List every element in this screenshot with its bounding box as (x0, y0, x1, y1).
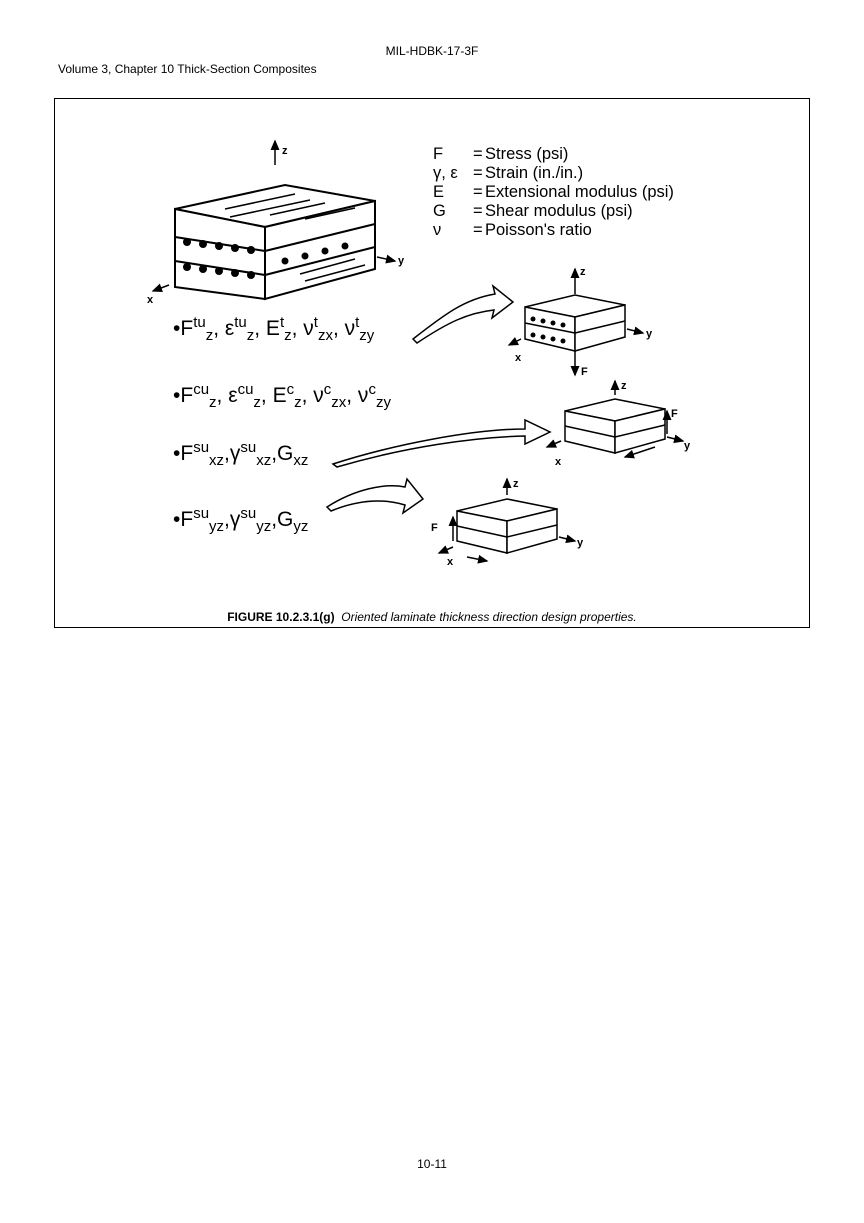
figure-frame: z y x z y x F (54, 98, 810, 628)
legend-row: G=Shear modulus (psi) (433, 202, 633, 220)
small-block-shear-xz (545, 379, 685, 459)
fiber-dots (183, 238, 349, 279)
legend-row: F=Stress (psi) (433, 145, 569, 163)
section-title: Volume 3, Chapter 10 Thick-Section Compo… (58, 62, 317, 76)
main-laminate-block (174, 183, 376, 301)
small-block-shear-yz (437, 477, 577, 564)
legend-desc: Stress (psi) (485, 145, 569, 163)
legend-symbol: γ, ε (433, 164, 458, 182)
legend-symbol: ν (433, 221, 442, 239)
legend-row: ν=Poisson's ratio (433, 221, 592, 239)
block3-z-label: z (513, 478, 519, 490)
document-id: MIL-HDBK-17-3F (385, 44, 479, 58)
symbol-legend: F=Stress (psi) γ, ε=Strain (in./in.) E=E… (433, 145, 674, 240)
legend-desc: Extensional modulus (psi) (485, 183, 674, 201)
legend-desc: Shear modulus (psi) (485, 202, 633, 220)
figure-illustration: z y x z y x F (147, 139, 691, 568)
axis-x-label: x (147, 294, 154, 306)
shear-yz-properties: •Fsuyz,γsuyz,Gyz (173, 505, 309, 536)
shear-xz-load-label: F (671, 408, 678, 420)
shear-yz-load-label: F (431, 522, 438, 534)
legend-row: γ, ε=Strain (in./in.) (433, 164, 584, 182)
block1-y-label: y (646, 328, 653, 340)
caption-number: FIGURE 10.2.3.1(g) (227, 610, 335, 624)
block2-z-label: z (621, 380, 627, 392)
block1-z-label: z (580, 266, 586, 278)
legend-desc: Poisson's ratio (485, 221, 592, 239)
shear-xz-properties: •Fsuxz,γsuxz,Gxz (173, 439, 309, 470)
axis-z-label: z (282, 145, 288, 157)
block3-y-label: y (577, 537, 584, 549)
page-number: 10-11 (417, 1157, 447, 1171)
compression-properties: •Fcuz, εcuz, Ecz, νczx, νczy (173, 381, 391, 412)
tension-properties: •Ftuz, εtuz, Etz, νtzx, νtzy (173, 314, 375, 345)
axis-y-label: y (398, 255, 405, 267)
legend-symbol: F (433, 145, 444, 163)
tension-load-label: F (581, 366, 588, 378)
legend-symbol: G (433, 202, 446, 220)
legend-row: E=Extensional modulus (psi) (433, 183, 674, 201)
figure-caption: FIGURE 10.2.3.1(g) Oriented laminate thi… (55, 610, 809, 624)
block3-x-label: x (447, 556, 454, 568)
legend-desc: Strain (in./in.) (485, 164, 584, 182)
curved-arrows (325, 284, 552, 515)
block1-x-label: x (515, 352, 522, 364)
main-axes (151, 139, 397, 293)
caption-text: Oriented laminate thickness direction de… (341, 610, 637, 624)
small-block-tension (507, 267, 645, 377)
block2-x-label: x (555, 456, 562, 468)
legend-symbol: E (433, 183, 445, 201)
block2-y-label: y (684, 440, 691, 452)
